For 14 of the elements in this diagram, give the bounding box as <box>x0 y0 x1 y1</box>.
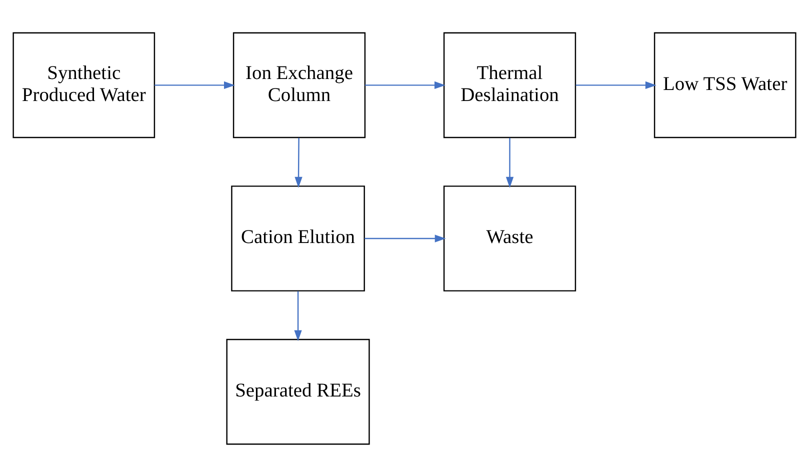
arrow <box>294 290 302 341</box>
node-box: Synthetic Produced Water <box>12 32 156 138</box>
node-box: Low TSS Water <box>654 32 796 138</box>
arrow <box>294 137 302 188</box>
arrow <box>576 80 656 89</box>
arrow <box>506 137 514 188</box>
node-box: Thermal Deslaination <box>443 32 576 138</box>
arrow <box>365 80 446 89</box>
node-box: Waste <box>443 185 576 291</box>
node-box: Cation Elution <box>231 185 365 291</box>
node-box: Ion Exchange Column <box>232 32 366 138</box>
arrow <box>364 234 446 242</box>
arrow <box>154 80 235 89</box>
node-box: Separated REEs <box>226 338 370 444</box>
